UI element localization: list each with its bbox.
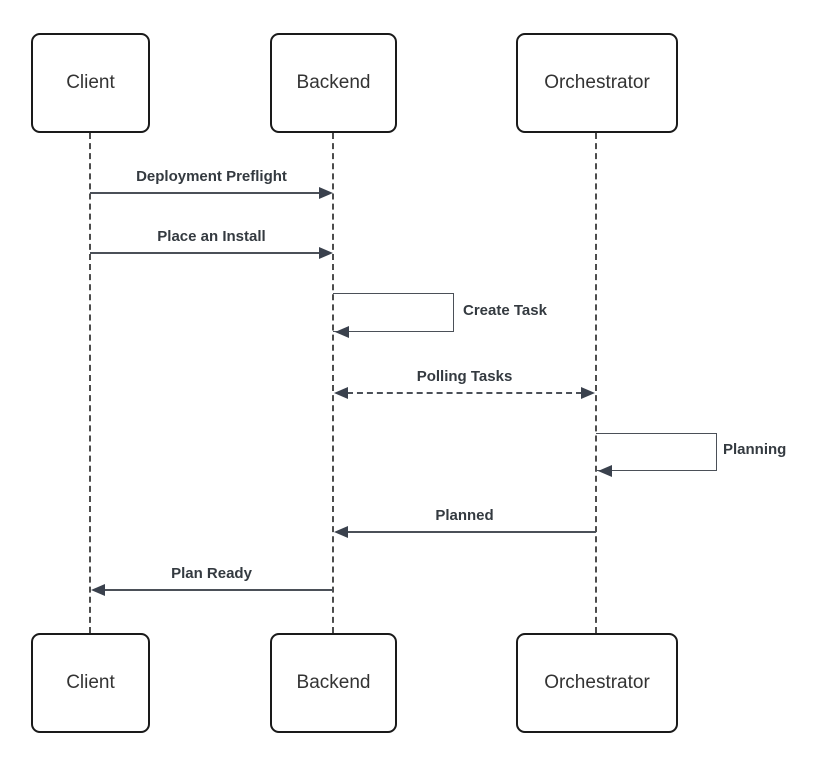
message-label: Plan Ready [171, 565, 252, 582]
actor-label-backend-top: Backend [296, 72, 371, 93]
message-label: Planned [435, 507, 494, 524]
arrowhead-left-icon [335, 326, 349, 338]
actor-label-orchestrator-top: Orchestrator [544, 72, 650, 93]
arrowhead-left-icon [91, 584, 105, 596]
actor-box-orchestrator-top: Orchestrator [516, 33, 678, 133]
self-loop-rect [333, 293, 454, 332]
arrowhead-left-icon [334, 526, 348, 538]
actor-label-backend-bottom: Backend [296, 672, 371, 693]
lifeline-client [89, 133, 91, 633]
arrowhead-right-icon [581, 387, 595, 399]
message-line [104, 589, 333, 591]
arrowhead-right-icon [319, 247, 333, 259]
actor-label-client-bottom: Client [66, 672, 115, 693]
actor-box-backend-top: Backend [270, 33, 397, 133]
actor-box-backend-bottom: Backend [270, 633, 397, 733]
lifeline-orchestrator [595, 133, 597, 633]
message-label: Create Task [463, 302, 547, 319]
self-loop-rect [596, 433, 717, 471]
message-line [90, 192, 320, 194]
arrowhead-left-icon [334, 387, 348, 399]
lifeline-backend [332, 133, 334, 633]
actor-box-orchestrator-bottom: Orchestrator [516, 633, 678, 733]
actor-box-client-bottom: Client [31, 633, 150, 733]
actor-box-client-top: Client [31, 33, 150, 133]
message-label: Planning [723, 441, 787, 458]
message-label: Deployment Preflight [136, 168, 287, 185]
arrowhead-left-icon [598, 465, 612, 477]
message-line [90, 252, 320, 254]
message-label: Place an Install [157, 228, 266, 245]
message-label: Polling Tasks [416, 368, 513, 385]
actor-label-orchestrator-bottom: Orchestrator [544, 672, 650, 693]
message-line-dashed [347, 392, 582, 394]
arrowhead-right-icon [319, 187, 333, 199]
actor-label-client-top: Client [66, 72, 115, 93]
message-line [347, 531, 596, 533]
